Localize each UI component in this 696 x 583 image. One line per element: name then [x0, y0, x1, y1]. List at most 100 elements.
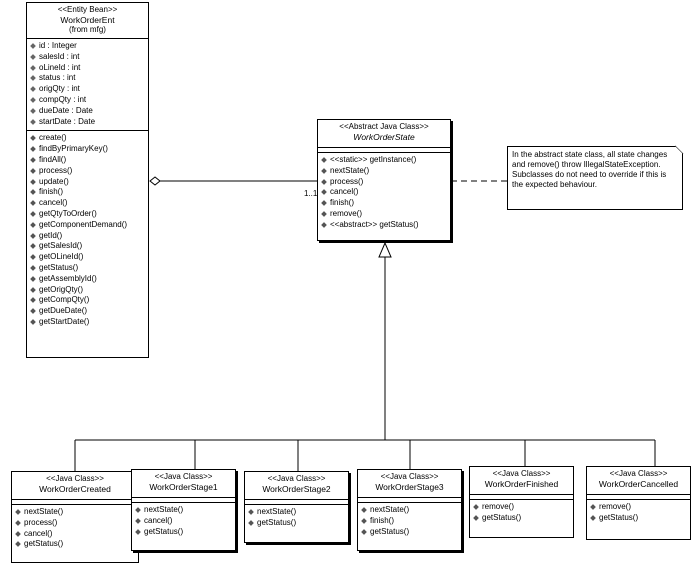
class-name: WorkOrderStage1 — [149, 482, 218, 492]
attribute-list — [245, 500, 348, 505]
operation-item: process() — [30, 166, 148, 177]
operation-item: nextState() — [248, 507, 348, 518]
class-name: WorkOrderStage2 — [262, 484, 331, 494]
operation-item: cancel() — [15, 529, 138, 540]
operation-item: process() — [15, 518, 138, 529]
operation-item: getStatus() — [135, 527, 235, 538]
operation-item: cancel() — [135, 516, 235, 527]
attribute-item: salesId : int — [30, 52, 148, 63]
operation-item: nextState() — [15, 507, 138, 518]
operation-item: cancel() — [321, 187, 450, 198]
operation-item: getStartDate() — [30, 317, 148, 328]
operation-item: getQtyToOrder() — [30, 209, 148, 220]
operation-item: getComponentDemand() — [30, 220, 148, 231]
attribute-list — [587, 495, 690, 500]
design-note: In the abstract state class, all state c… — [507, 146, 683, 210]
attribute-list — [12, 500, 138, 505]
class-name: WorkOrderEnt — [60, 15, 115, 25]
attribute-item: compQty : int — [30, 95, 148, 106]
operation-item: <<static>> getInstance() — [321, 155, 450, 166]
class-header: <<Java Class>>WorkOrderFinished — [470, 467, 573, 495]
attribute-item: id : Integer — [30, 41, 148, 52]
class-name: WorkOrderState — [353, 132, 415, 142]
stereotype-label: <<Java Class>> — [492, 469, 551, 478]
operation-item: getOLineId() — [30, 252, 148, 263]
operation-item: finish() — [321, 198, 450, 209]
class-name: WorkOrderCancelled — [598, 479, 679, 489]
operation-item: getDueDate() — [30, 306, 148, 317]
class-workorderstage2[interactable]: <<Java Class>>WorkOrderStage2 nextState()… — [244, 471, 349, 543]
operation-item: nextState() — [135, 505, 235, 516]
operation-item: findAll() — [30, 155, 148, 166]
operation-item: nextState() — [321, 166, 450, 177]
operation-item: process() — [321, 177, 450, 188]
operation-item: getStatus() — [248, 518, 348, 529]
operation-list: nextState()getStatus() — [245, 505, 348, 532]
operation-list: nextState()process()cancel()getStatus() — [12, 505, 138, 553]
note-text: In the abstract state class, all state c… — [512, 150, 668, 189]
operation-item: update() — [30, 177, 148, 188]
operation-list: <<static>> getInstance()nextState()proce… — [318, 153, 450, 234]
operation-item: getCompQty() — [30, 295, 148, 306]
operation-item: nextState() — [361, 505, 461, 516]
operation-list: remove()getStatus() — [470, 500, 573, 527]
attribute-list — [358, 498, 461, 503]
class-name: WorkOrderFinished — [484, 479, 559, 489]
class-header: <<Java Class>>WorkOrderStage3 — [358, 470, 461, 498]
class-header: <<Java Class>>WorkOrderStage2 — [245, 472, 348, 500]
attribute-item: oLineId : int — [30, 63, 148, 74]
operation-item: getStatus() — [473, 513, 573, 524]
stereotype-label: <<Java Class>> — [267, 474, 326, 483]
operation-item: <<abstract>> getStatus() — [321, 220, 450, 231]
class-workorderfinished[interactable]: <<Java Class>>WorkOrderFinished remove()g… — [469, 466, 574, 538]
operation-item: remove() — [321, 209, 450, 220]
operation-list: nextState()cancel()getStatus() — [132, 503, 235, 540]
operation-item: getId() — [30, 231, 148, 242]
class-workorderstage3[interactable]: <<Java Class>>WorkOrderStage3 nextState()… — [357, 469, 462, 551]
class-workorderent[interactable]: <<Entity Bean>> WorkOrderEnt (from mfg) … — [26, 2, 149, 358]
class-workorderstate[interactable]: <<Abstract Java Class>> WorkOrderState <… — [317, 119, 451, 241]
attribute-list — [318, 148, 450, 153]
class-header: <<Abstract Java Class>> WorkOrderState — [318, 120, 450, 148]
operation-item: getStatus() — [361, 527, 461, 538]
operation-item: remove() — [590, 502, 690, 513]
package-origin: (from mfg) — [69, 25, 106, 34]
attribute-item: origQty : int — [30, 84, 148, 95]
class-workorderstage1[interactable]: <<Java Class>>WorkOrderStage1 nextState()… — [131, 469, 236, 551]
aggregation-diamond — [149, 176, 161, 186]
operation-item: finish() — [361, 516, 461, 527]
stereotype-label: <<Entity Bean>> — [57, 5, 118, 14]
stereotype-label: <<Java Class>> — [46, 474, 104, 483]
operation-item: getOrigQty() — [30, 285, 148, 296]
class-workordercancelled[interactable]: <<Java Class>>WorkOrderCancelled remove()… — [586, 466, 691, 540]
class-header: <<Java Class>>WorkOrderStage1 — [132, 470, 235, 498]
operation-item: getStatus() — [590, 513, 690, 524]
operation-item: findByPrimaryKey() — [30, 144, 148, 155]
operation-item: getStatus() — [30, 263, 148, 274]
stereotype-label: <<Java Class>> — [380, 472, 439, 481]
operation-list: create()findByPrimaryKey()findAll()proce… — [27, 131, 148, 330]
class-name: WorkOrderCreated — [39, 484, 111, 494]
attribute-item: status : int — [30, 73, 148, 84]
attribute-list — [132, 498, 235, 503]
class-header: <<Entity Bean>> WorkOrderEnt (from mfg) — [27, 3, 148, 39]
operation-item: finish() — [30, 187, 148, 198]
attribute-list — [470, 495, 573, 500]
stereotype-label: <<Java Class>> — [154, 472, 213, 481]
class-name: WorkOrderStage3 — [375, 482, 444, 492]
operation-item: getAssemblyId() — [30, 274, 148, 285]
inheritance-arrowhead — [378, 241, 392, 258]
operation-item: getStatus() — [15, 539, 138, 550]
operation-item: getSalesId() — [30, 241, 148, 252]
multiplicity-label: 1..1 — [304, 189, 318, 198]
attribute-item: startDate : Date — [30, 117, 148, 128]
class-header: <<Java Class>>WorkOrderCancelled — [587, 467, 690, 495]
operation-item: remove() — [473, 502, 573, 513]
operation-item: cancel() — [30, 198, 148, 209]
operation-list: nextState()finish()getStatus() — [358, 503, 461, 540]
class-workordercreated[interactable]: <<Java Class>>WorkOrderCreated nextState(… — [11, 471, 139, 563]
stereotype-label: <<Abstract Java Class>> — [339, 122, 429, 131]
class-header: <<Java Class>>WorkOrderCreated — [12, 472, 138, 500]
